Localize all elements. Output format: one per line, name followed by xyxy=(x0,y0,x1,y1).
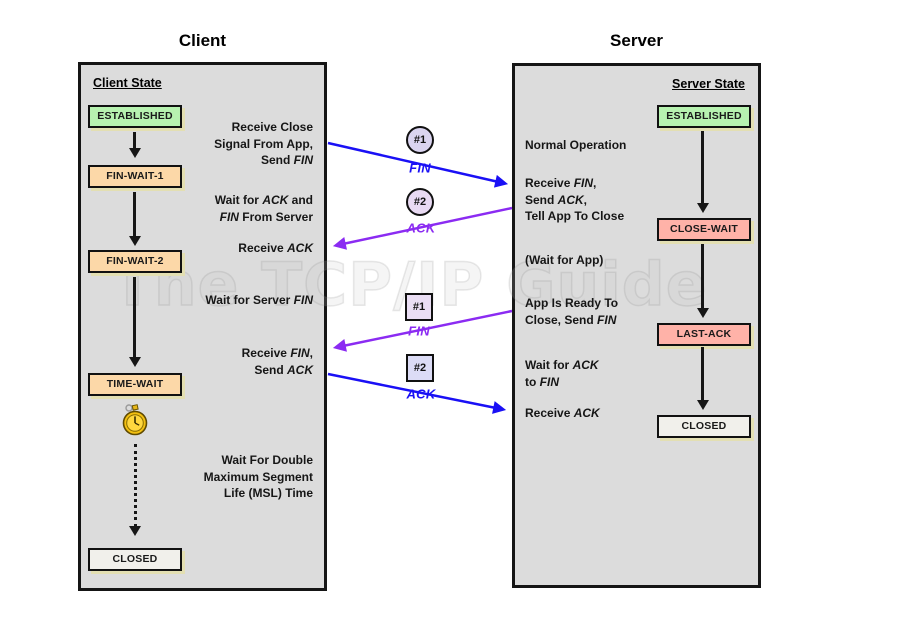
client-column-title: Client xyxy=(178,31,227,50)
server-annotation-normal-operation: Normal Operation xyxy=(525,138,627,152)
down-arrow xyxy=(128,132,141,158)
message-4-badge: #2 xyxy=(406,354,434,382)
server-panel: Server State ESTABLISHED CLOSE-WAIT LAST… xyxy=(512,63,761,588)
client-annotation-wait-server-fin: Wait for Server FIN xyxy=(205,293,313,307)
client-state-fin-wait-1: FIN-WAIT-1 xyxy=(88,165,182,188)
down-arrow xyxy=(128,192,141,246)
server-state-established: ESTABLISHED xyxy=(657,105,751,128)
down-arrow xyxy=(696,347,709,410)
client-annotation-receive-fin-send-ack: Receive FIN, Send ACK xyxy=(241,346,313,377)
down-arrow xyxy=(696,131,709,213)
server-state-heading: Server State xyxy=(672,77,745,91)
server-annotation-receive-ack: Receive ACK xyxy=(525,406,600,420)
client-panel: Client State ESTABLISHED FIN-WAIT-1 FIN-… xyxy=(78,62,327,591)
server-annotation-wait-ack-to-fin: Wait for ACK to FIN xyxy=(525,358,599,389)
client-state-fin-wait-2: FIN-WAIT-2 xyxy=(88,250,182,273)
message-1-badge: #1 xyxy=(406,126,434,154)
server-annotation-app-ready: App Is Ready To Close, Send FIN xyxy=(525,296,619,327)
message-3-fin-label: FIN xyxy=(408,323,430,339)
client-state-established: ESTABLISHED xyxy=(88,105,182,128)
client-state-heading: Client State xyxy=(93,76,162,90)
server-annotation-wait-for-app: (Wait for App) xyxy=(525,253,604,267)
client-annotation-wait-ack-fin: Wait for ACK and FIN From Server xyxy=(214,193,313,224)
dotted-down-arrow xyxy=(129,444,141,536)
client-annotation-msl-wait: Wait For Double Maximum Segment Life (MS… xyxy=(203,453,313,500)
message-2-badge: #2 xyxy=(406,188,434,216)
stopwatch-icon xyxy=(122,404,148,436)
down-arrow xyxy=(128,277,141,367)
client-state-time-wait: TIME-WAIT xyxy=(88,373,182,396)
server-column-title: Server xyxy=(610,31,663,50)
client-state-closed: CLOSED xyxy=(88,548,182,571)
message-3-badge: #1 xyxy=(405,293,433,321)
message-2-ack-label: ACK xyxy=(406,220,436,236)
server-state-last-ack: LAST-ACK xyxy=(657,323,751,346)
server-state-close-wait: CLOSE-WAIT xyxy=(657,218,751,241)
client-annotation-send-fin: Receive Close Signal From App, Send FIN xyxy=(214,120,313,167)
server-annotation-receive-fin: Receive FIN, Send ACK, Tell App To Close xyxy=(525,176,625,223)
message-4-ack-label: ACK xyxy=(406,386,436,402)
server-state-closed: CLOSED xyxy=(657,415,751,438)
down-arrow xyxy=(696,244,709,318)
client-annotation-receive-ack: Receive ACK xyxy=(238,241,313,255)
message-1-fin-label: FIN xyxy=(409,160,431,176)
